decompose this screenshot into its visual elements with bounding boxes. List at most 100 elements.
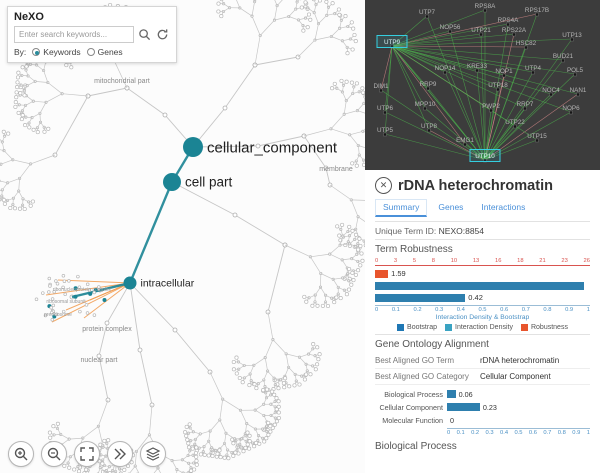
radio-genes[interactable]: Genes (86, 47, 123, 57)
tab-genes[interactable]: Genes (431, 199, 470, 217)
gene-node[interactable] (448, 29, 452, 34)
gene-label-UTP4[interactable]: UTP4 (525, 65, 542, 72)
gene-node[interactable] (423, 106, 427, 111)
gene-label-BUD21[interactable]: BUD21 (553, 53, 574, 60)
gene-label-UTP22[interactable]: UTP22 (505, 119, 525, 126)
expand-tree-button[interactable] (107, 441, 133, 467)
gene-node[interactable] (475, 68, 479, 73)
gene-node[interactable] (512, 32, 516, 37)
term-node-label[interactable]: cellular_component (207, 139, 338, 156)
gene-node[interactable] (483, 8, 487, 13)
gene-label-UTP9[interactable]: UTP9 (384, 39, 401, 46)
search-input[interactable] (14, 26, 134, 43)
bar-value: 0.42 (468, 293, 483, 302)
gene-node[interactable] (549, 92, 553, 97)
tab-interactions[interactable]: Interactions (474, 199, 532, 217)
gene-label-UTP7[interactable]: UTP7 (419, 9, 436, 16)
gene-node[interactable] (426, 86, 430, 91)
gene-node[interactable] (561, 58, 565, 63)
radio-keywords[interactable]: Keywords (32, 47, 81, 57)
branch-label[interactable]: nuclear part (81, 357, 118, 364)
gene-label-UTP6[interactable]: UTP6 (377, 105, 394, 112)
gene-node[interactable] (489, 108, 493, 113)
gene-node[interactable] (496, 87, 500, 92)
gene-label-UTP10[interactable]: UTP10 (475, 153, 495, 160)
gene-label-NOP1[interactable]: NOP1 (495, 68, 513, 75)
gene-node[interactable] (573, 72, 577, 77)
gene-node[interactable] (523, 106, 527, 111)
radio-genes-icon[interactable] (86, 48, 95, 56)
gene-node[interactable] (427, 128, 431, 133)
gene-label-EMG1[interactable]: EMG1 (456, 137, 474, 144)
term-node[interactable] (183, 137, 203, 157)
term-node[interactable] (163, 173, 181, 191)
term-node[interactable] (123, 276, 137, 290)
gene-label-UTP8[interactable]: UTP8 (421, 123, 438, 130)
layers-button[interactable] (140, 441, 166, 467)
gene-label-POL5[interactable]: POL5 (567, 67, 584, 74)
gene-node[interactable] (513, 124, 517, 129)
radio-keywords-icon[interactable] (32, 48, 41, 56)
gene-label-RPS22A[interactable]: RPS22A (502, 27, 527, 34)
branch-label[interactable]: membrane (319, 166, 353, 173)
gene-node[interactable] (425, 14, 429, 19)
fit-to-screen-button[interactable] (74, 441, 100, 467)
gene-label-MPP10[interactable]: MPP10 (415, 101, 436, 108)
gene-node[interactable] (502, 73, 506, 78)
go-bar-value: 0 (450, 415, 454, 425)
gene-label-UTP13[interactable]: UTP13 (562, 32, 582, 39)
search-icon[interactable] (137, 27, 152, 42)
gene-node[interactable] (379, 88, 383, 93)
branch-label[interactable]: protein complex (82, 326, 132, 333)
gene-label-UTP5[interactable]: UTP5 (377, 127, 394, 134)
gene-label-RPS4A[interactable]: RPS4A (498, 17, 519, 24)
gene-label-UTP21[interactable]: UTP21 (471, 27, 491, 34)
branch-label[interactable]: mitochondrial part (94, 78, 150, 85)
gene-node[interactable] (569, 110, 573, 115)
gene-label-HSC82[interactable]: HSC82 (516, 40, 537, 47)
gene-node[interactable] (576, 92, 580, 97)
interaction-network-panel[interactable]: UTP7 RPS8A RPS17B RPS4A NOP56 UTP21 RPS22A UTP1… (365, 0, 600, 170)
gene-label-DIM1[interactable]: DIM1 (373, 83, 389, 90)
legend-interaction-density[interactable]: Interaction Density (445, 324, 513, 331)
legend-robustness[interactable]: Robustness (520, 324, 568, 331)
close-icon[interactable]: ✕ (375, 177, 392, 194)
gene-label-UTP18[interactable]: UTP18 (488, 82, 508, 89)
gene-node[interactable] (535, 12, 539, 17)
gene-label-RRP9[interactable]: RRP9 (420, 81, 437, 88)
gene-label-NOP14[interactable]: NOP14 (435, 65, 456, 72)
gene-node[interactable] (383, 110, 387, 115)
gene-label-UTP15[interactable]: UTP15 (527, 133, 547, 140)
zoom-out-button[interactable] (41, 441, 67, 467)
legend-bootstrap[interactable]: Bootstrap (397, 324, 437, 331)
gene-node[interactable] (383, 132, 387, 137)
gene-node[interactable] (506, 22, 510, 27)
gene-node[interactable] (524, 45, 528, 50)
gene-node[interactable] (535, 138, 539, 143)
gene-label-KRE33[interactable]: KRE33 (467, 63, 487, 70)
gene-label-NOP56[interactable]: NOP56 (440, 24, 461, 31)
tab-summary[interactable]: Summary (375, 199, 428, 217)
gene-node[interactable] (531, 70, 535, 75)
term-node-label[interactable]: intracellular (141, 278, 195, 290)
zoom-in-button[interactable] (8, 441, 34, 467)
gene-label-NOP6[interactable]: NOP6 (562, 105, 580, 112)
gene-label-PWP2[interactable]: PWP2 (482, 103, 500, 110)
term-node-label[interactable]: cell part (185, 175, 233, 190)
gene-node[interactable] (570, 37, 574, 42)
by-label: By: (14, 47, 27, 57)
interaction-network-canvas[interactable]: UTP7 RPS8A RPS17B RPS4A NOP56 UTP21 RPS22A UTP1… (365, 0, 600, 170)
gene-label-NOC4[interactable]: NOC4 (542, 87, 560, 94)
cluster-label: ribosomal subunit (46, 299, 86, 305)
gene-node[interactable] (463, 142, 467, 147)
reset-icon[interactable] (155, 27, 170, 42)
gene-label-RPS8A[interactable]: RPS8A (475, 3, 496, 10)
gene-label-RRP7[interactable]: RRP7 (517, 101, 534, 108)
gene-node[interactable] (479, 32, 483, 37)
gene-node[interactable] (443, 70, 447, 75)
gene-label-NAN1[interactable]: NAN1 (570, 87, 587, 94)
gene-label-RPS17B[interactable]: RPS17B (525, 7, 549, 14)
